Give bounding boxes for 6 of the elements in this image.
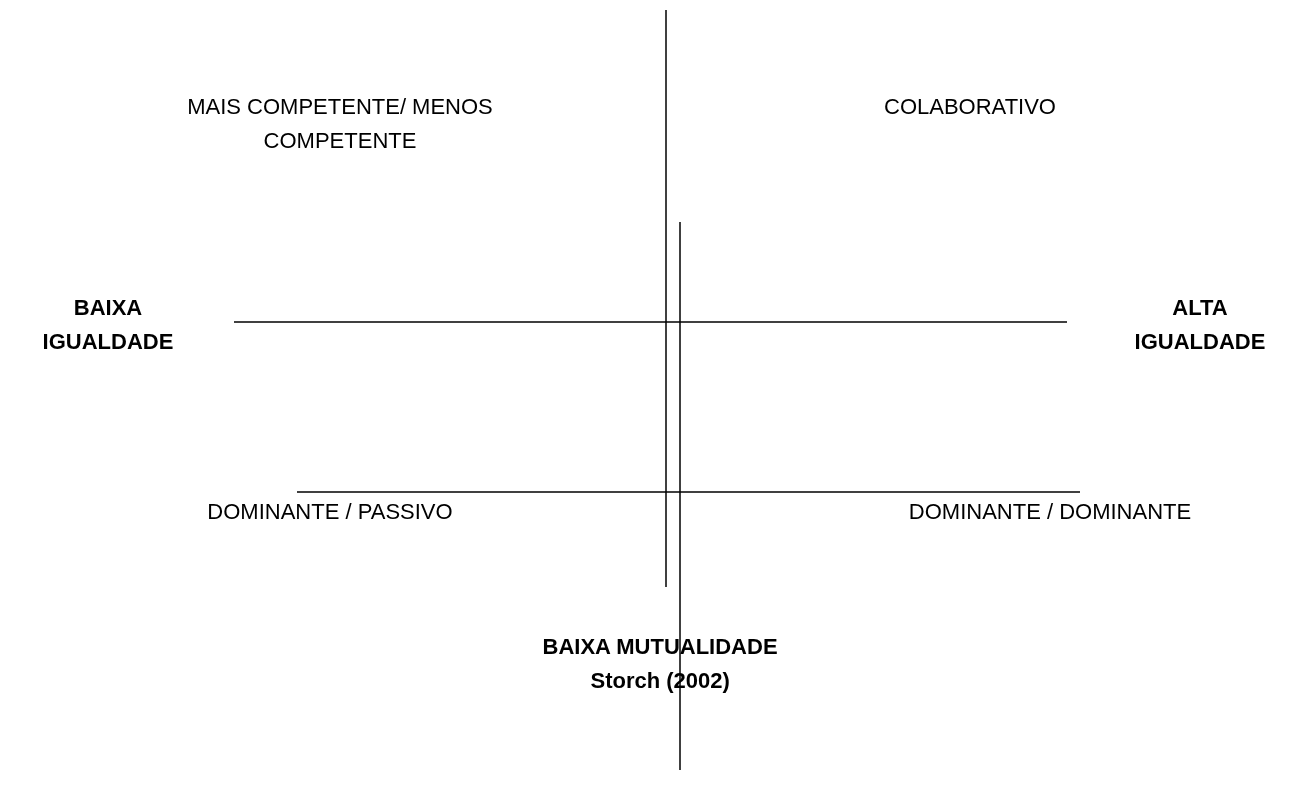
- quadrant-label: MAIS COMPETENTE/ MENOS COMPETENTE: [186, 93, 494, 155]
- quadrant-label: COLABORATIVO: [883, 93, 1057, 121]
- quadrant-label: DOMINANTE / DOMINANTE: [907, 498, 1193, 526]
- axis-label: ALTA IGUALDADE: [1133, 294, 1267, 356]
- quadrant-label: DOMINANTE / PASSIVO: [206, 498, 454, 526]
- axis-label: BAIXA IGUALDADE: [41, 294, 175, 356]
